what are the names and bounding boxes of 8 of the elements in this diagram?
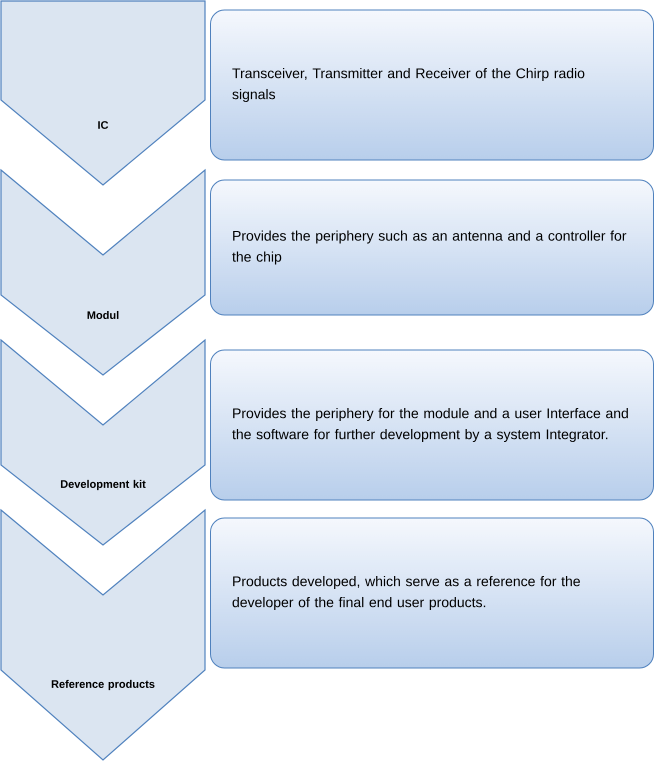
step-block: Reference products bbox=[0, 508, 206, 761]
step-block: IC bbox=[0, 0, 206, 186]
text-box: Products developed, which serve as a reference for the developer of the final end user products. bbox=[210, 518, 654, 668]
text-box: Provides the periphery such as an antenna and a controller for the chip bbox=[210, 180, 654, 316]
text-box: Transceiver, Transmitter and Receiver of the Chirp radio signals bbox=[210, 10, 654, 160]
text-box: Provides the periphery for the module and a user Interface and the software for further development by a system Integrator. bbox=[210, 350, 654, 500]
step-block: Development kit bbox=[0, 338, 206, 546]
step-block: Modul bbox=[0, 168, 206, 376]
